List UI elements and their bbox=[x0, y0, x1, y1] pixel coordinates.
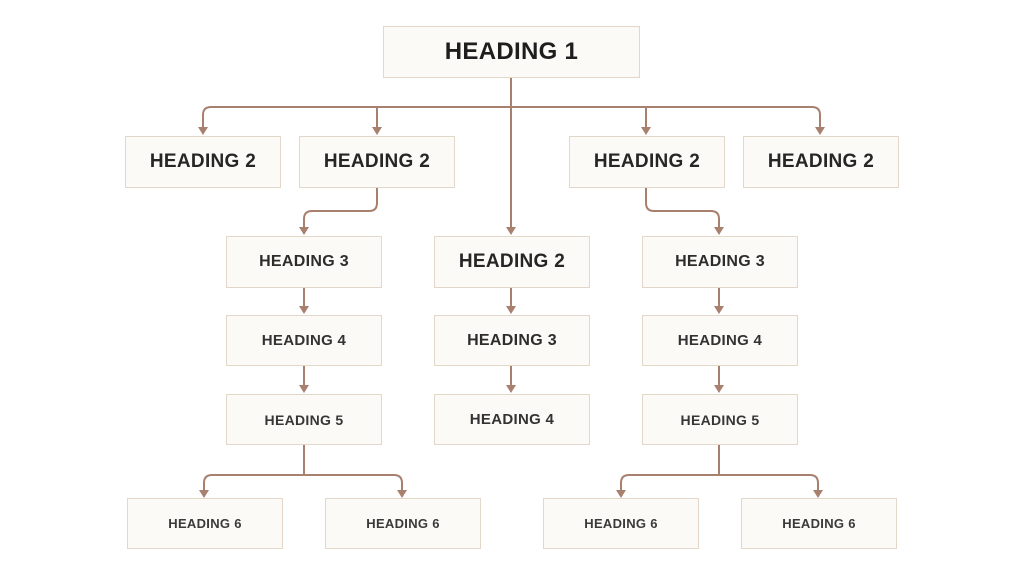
node-right-heading-6-a: HEADING 6 bbox=[543, 498, 699, 549]
arrowhead bbox=[714, 385, 724, 393]
connector-bus-to-heading-2-a bbox=[202, 106, 212, 127]
node-left-heading-4: HEADING 4 bbox=[226, 315, 382, 366]
node-heading-1: HEADING 1 bbox=[383, 26, 640, 78]
node-heading-2-d: HEADING 2 bbox=[569, 136, 725, 188]
arrowhead bbox=[199, 490, 209, 498]
arrowhead bbox=[815, 127, 825, 135]
arrowhead bbox=[714, 227, 724, 235]
arrowhead bbox=[198, 127, 208, 135]
arrowhead bbox=[299, 385, 309, 393]
node-left-heading-6-a: HEADING 6 bbox=[127, 498, 283, 549]
node-left-heading-3: HEADING 3 bbox=[226, 236, 382, 288]
connector-heading-2-d-to-heading-3 bbox=[645, 188, 720, 228]
node-heading-2-c: HEADING 2 bbox=[434, 236, 590, 288]
arrowhead bbox=[714, 306, 724, 314]
arrowhead bbox=[299, 227, 309, 235]
node-right-heading-4: HEADING 4 bbox=[642, 315, 798, 366]
node-center-heading-3: HEADING 3 bbox=[434, 315, 590, 366]
node-heading-2-e: HEADING 2 bbox=[743, 136, 899, 188]
node-right-heading-5: HEADING 5 bbox=[642, 394, 798, 445]
node-heading-2-b: HEADING 2 bbox=[299, 136, 455, 188]
node-right-heading-3: HEADING 3 bbox=[642, 236, 798, 288]
node-heading-2-a: HEADING 2 bbox=[125, 136, 281, 188]
connector-left-heading-5-to-heading-6 bbox=[203, 445, 403, 490]
arrowhead bbox=[372, 127, 382, 135]
arrowhead bbox=[506, 227, 516, 235]
arrowhead bbox=[397, 490, 407, 498]
connector-bus-to-heading-2-e bbox=[811, 106, 821, 127]
arrowhead bbox=[641, 127, 651, 135]
arrowhead bbox=[506, 306, 516, 314]
arrowhead bbox=[616, 490, 626, 498]
connector-root-to-level2 bbox=[211, 78, 812, 108]
arrowhead bbox=[506, 385, 516, 393]
arrowhead bbox=[299, 306, 309, 314]
connector-heading-2-b-to-heading-3 bbox=[303, 188, 378, 228]
node-left-heading-5: HEADING 5 bbox=[226, 394, 382, 445]
node-center-heading-4: HEADING 4 bbox=[434, 394, 590, 445]
node-left-heading-6-b: HEADING 6 bbox=[325, 498, 481, 549]
node-right-heading-6-b: HEADING 6 bbox=[741, 498, 897, 549]
connector-right-heading-5-to-heading-6 bbox=[620, 445, 819, 490]
arrowhead bbox=[813, 490, 823, 498]
